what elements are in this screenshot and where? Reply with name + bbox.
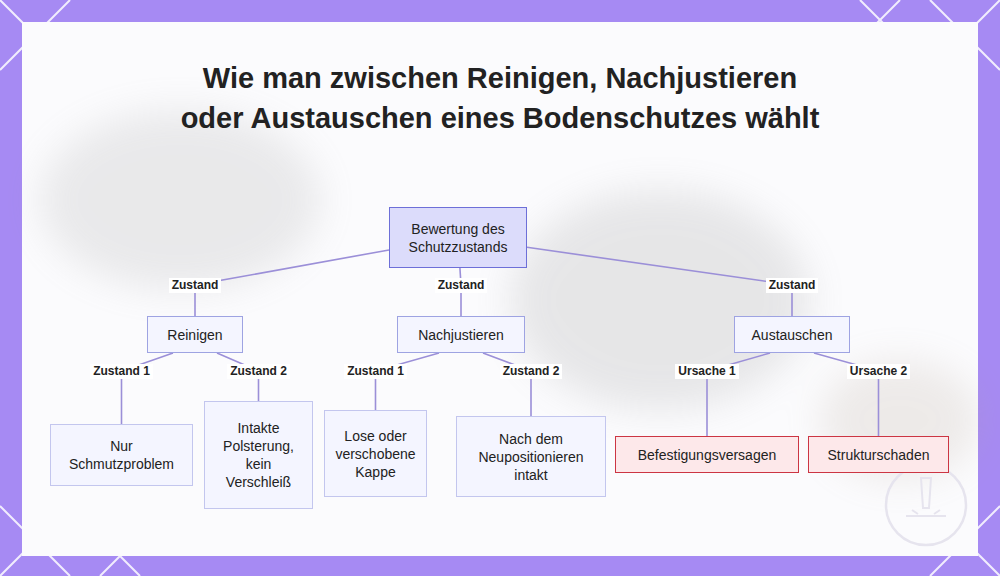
- node-text: Intakte Polsterung, kein Verschleiß: [213, 419, 304, 491]
- edge-label: Zustand: [766, 278, 819, 293]
- connector-line: [483, 353, 531, 416]
- connector-line: [527, 247, 792, 316]
- edge-label: Zustand: [169, 278, 222, 293]
- condition-box: Nur Schmutzproblem: [50, 424, 193, 486]
- edge-label: Zustand 2: [227, 364, 290, 379]
- connector-line: [195, 250, 389, 316]
- logo-badge: [886, 465, 966, 545]
- decision-box: Nachjustieren: [397, 316, 525, 353]
- node-text: Reinigen: [167, 326, 222, 344]
- edge-label: Ursache 2: [847, 364, 910, 379]
- title: Wie man zwischen Reinigen, Nachjustieren…: [180, 58, 820, 138]
- decision-box: Austauschen: [734, 316, 850, 353]
- edge-label: Zustand 2: [500, 364, 563, 379]
- root-box: Bewertung des Schutzzustands: [389, 207, 527, 268]
- node-text: Nachjustieren: [418, 326, 504, 344]
- condition-box: Lose oder verschobene Kappe: [324, 410, 427, 497]
- condition-box: Intakte Polsterung, kein Verschleiß: [204, 401, 313, 509]
- condition-box: Nach dem Neupositionieren intakt: [456, 416, 606, 497]
- edge-label: Zustand 1: [344, 364, 407, 379]
- node-text: Bewertung des Schutzzustands: [398, 220, 518, 256]
- cause-box: Befestigungsversagen: [615, 436, 799, 473]
- edge-label: Ursache 1: [675, 364, 738, 379]
- connector-line: [376, 353, 440, 410]
- node-text: Nach dem Neupositionieren intakt: [465, 430, 597, 484]
- edge-label: Zustand: [435, 278, 488, 293]
- node-text: Befestigungsversagen: [638, 446, 777, 464]
- decision-box: Reinigen: [147, 316, 243, 353]
- node-text: Lose oder verschobene Kappe: [333, 427, 418, 481]
- panel: [22, 22, 978, 556]
- node-text: Austauschen: [752, 326, 833, 344]
- edge-label: Zustand 1: [90, 364, 153, 379]
- node-text: Strukturschaden: [828, 446, 930, 464]
- node-text: Nur Schmutzproblem: [59, 437, 184, 473]
- cause-box: Strukturschaden: [808, 436, 949, 473]
